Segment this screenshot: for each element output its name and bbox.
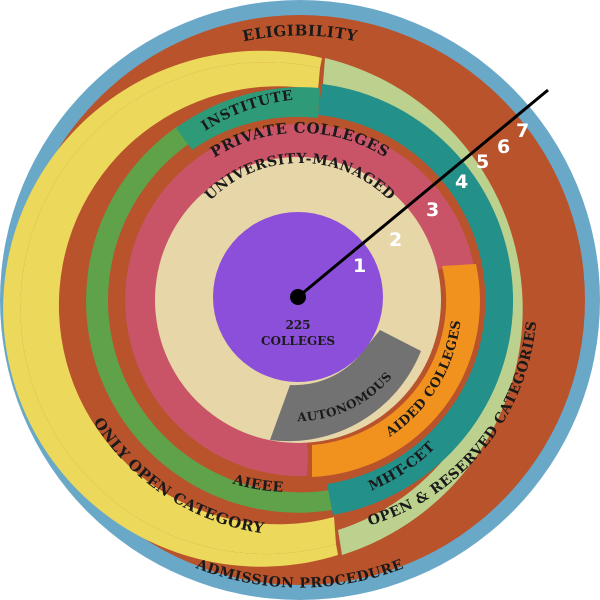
marker-5: 5	[476, 151, 489, 173]
pointer-dot	[290, 289, 306, 305]
marker-3: 3	[426, 199, 439, 221]
pointer-line	[297, 88, 549, 299]
center-count: 225	[285, 318, 310, 332]
institute-band	[176, 87, 320, 150]
autonomous-band	[270, 330, 421, 442]
mht-cet-band	[318, 84, 514, 515]
marker-4: 4	[455, 171, 468, 193]
marker-2: 2	[389, 229, 402, 251]
aided-colleges-band	[312, 264, 480, 477]
eligibility-label: ELIGIBILITY	[241, 21, 359, 45]
marker-7: 7	[516, 120, 529, 142]
marker-1: 1	[353, 255, 366, 277]
center-label: COLLEGES	[261, 334, 335, 348]
marker-6: 6	[497, 136, 510, 158]
